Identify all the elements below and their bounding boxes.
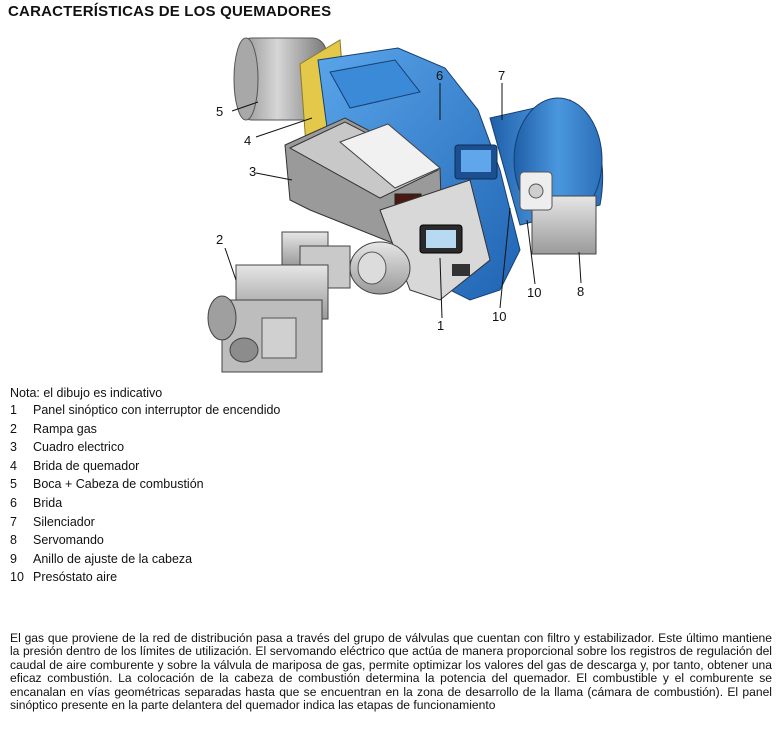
callout-1: 1: [437, 318, 444, 333]
callout-10-right: 10: [527, 285, 541, 300]
callout-3: 3: [249, 164, 256, 179]
burner-illustration: 5 4 3 2 1 6 7 8 10 10: [207, 37, 604, 373]
callout-7: 7: [498, 68, 505, 83]
callout-8: 8: [577, 284, 584, 299]
page-title: CARACTERÍSTICAS DE LOS QUEMADORES: [8, 3, 332, 20]
fan-motor: [349, 241, 411, 295]
callout-5: 5: [216, 104, 223, 119]
callout-6: 6: [436, 68, 443, 83]
gas-train: [207, 231, 351, 373]
drawing-note: Nota: el dibujo es indicativo: [10, 386, 163, 400]
callout-4: 4: [244, 133, 251, 148]
callout-10-bottom: 10: [492, 309, 506, 324]
servomotor: [519, 171, 597, 255]
leader-lines: [224, 83, 582, 319]
description-paragraph: El gas que proviene de la red de distrib…: [10, 631, 772, 713]
callout-2: 2: [216, 232, 223, 247]
